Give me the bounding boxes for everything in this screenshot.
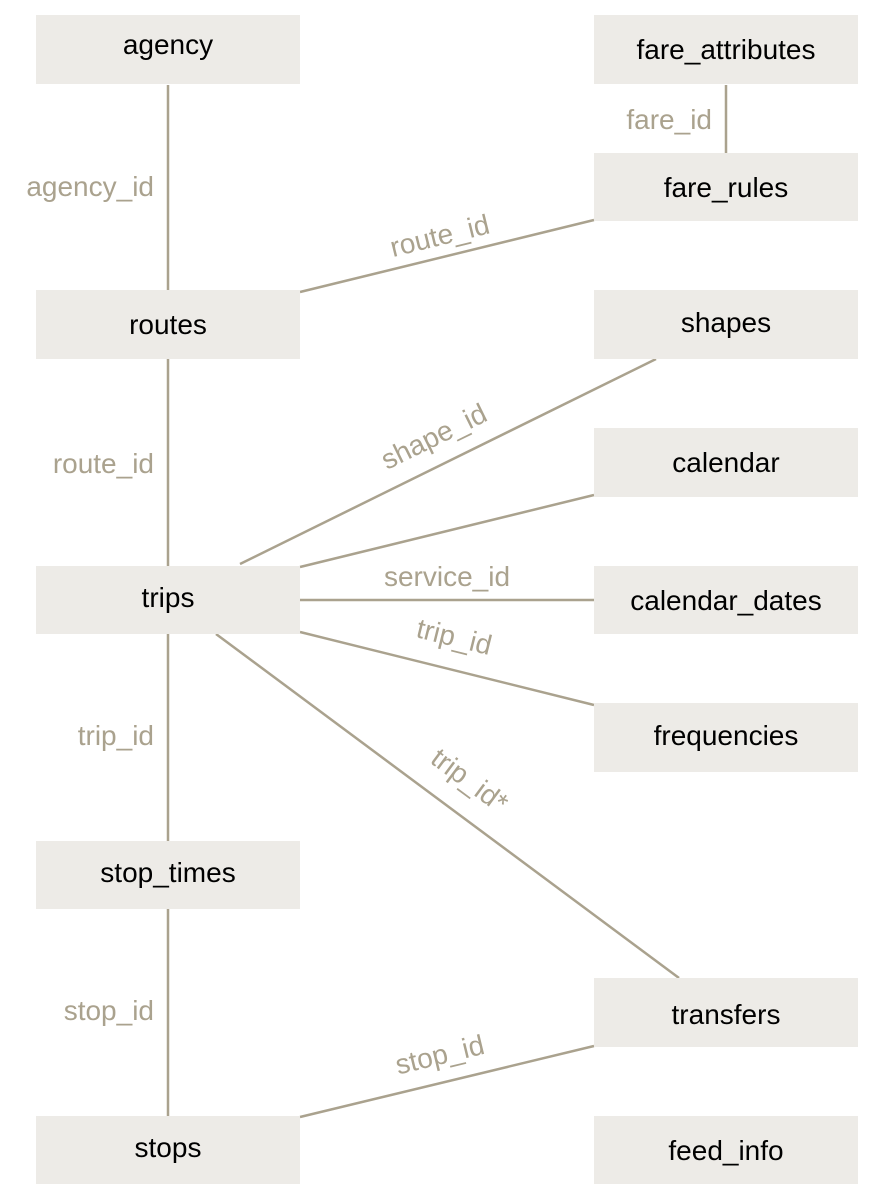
node-label: fare_attributes	[637, 34, 816, 65]
node-box	[36, 290, 300, 359]
node-box	[36, 841, 300, 909]
edge-fare-attributes-fare-rules: fare_id	[626, 85, 728, 153]
node-routes[interactable]: routes	[36, 290, 300, 359]
edge-label: service_id	[384, 561, 510, 592]
node-shapes[interactable]: shapes	[594, 290, 858, 359]
edge-label: trip_id	[414, 613, 495, 661]
edge-stop-times-stops: stop_id	[64, 909, 170, 1116]
edge-label: agency_id	[26, 171, 154, 202]
edge-trips-transfers: trip_id*	[215, 632, 680, 980]
node-box	[594, 703, 858, 772]
node-box	[36, 566, 300, 634]
node-trips[interactable]: trips	[36, 566, 300, 634]
edge-line	[299, 493, 595, 569]
node-box	[594, 290, 858, 359]
edge-label: trip_id*	[425, 742, 514, 819]
edge-label: stop_id	[392, 1029, 487, 1080]
node-box	[594, 978, 858, 1047]
edge-stops-transfers: stop_id	[299, 1029, 595, 1119]
node-label: agency	[123, 29, 213, 60]
node-label: stop_times	[100, 857, 235, 888]
edge-routes-trips: route_id	[53, 359, 170, 566]
node-label: shapes	[681, 307, 771, 338]
node-box	[594, 566, 858, 634]
node-label: routes	[129, 309, 207, 340]
node-label: frequencies	[654, 720, 799, 751]
node-box	[594, 428, 858, 497]
edge-label: route_id	[53, 448, 154, 479]
edge-label: stop_id	[64, 995, 154, 1026]
edge-trips-calendar	[299, 493, 595, 569]
edge-line	[299, 1044, 595, 1119]
edge-trips-calendar-dates: service_id	[300, 561, 594, 602]
node-frequencies[interactable]: frequencies	[594, 703, 858, 772]
edge-agency-routes: agency_id	[26, 85, 170, 290]
node-box	[36, 15, 300, 84]
node-label: calendar	[672, 447, 779, 478]
node-box	[594, 153, 858, 221]
edge-line	[299, 218, 595, 294]
node-box	[594, 15, 858, 84]
node-label: fare_rules	[664, 172, 789, 203]
edge-routes-fare-rules: route_id	[299, 209, 595, 294]
edge-line	[239, 357, 657, 566]
node-box	[594, 1116, 858, 1184]
edge-label: shape_id	[376, 397, 492, 475]
edge-label: trip_id	[78, 720, 154, 751]
node-feed-info[interactable]: feed_info	[594, 1116, 858, 1184]
edge-trips-shapes: shape_id	[239, 357, 657, 566]
node-label: transfers	[672, 999, 781, 1030]
node-fare-rules[interactable]: fare_rules	[594, 153, 858, 221]
node-label: calendar_dates	[630, 585, 821, 616]
edge-label: fare_id	[626, 104, 712, 135]
node-label: trips	[142, 582, 195, 613]
edge-trips-stop-times: trip_id	[78, 634, 170, 841]
node-calendar[interactable]: calendar	[594, 428, 858, 497]
edge-line	[215, 632, 680, 980]
edge-label: route_id	[387, 209, 493, 263]
edge-line	[299, 630, 595, 707]
node-stop-times[interactable]: stop_times	[36, 841, 300, 909]
node-label: feed_info	[668, 1135, 783, 1166]
node-fare-attributes[interactable]: fare_attributes	[594, 15, 858, 84]
node-stops[interactable]: stops	[36, 1116, 300, 1184]
node-calendar-dates[interactable]: calendar_dates	[594, 566, 858, 634]
node-agency[interactable]: agency	[36, 15, 300, 84]
node-transfers[interactable]: transfers	[594, 978, 858, 1047]
node-label: stops	[135, 1132, 202, 1163]
node-box	[36, 1116, 300, 1184]
edge-trips-frequencies: trip_id	[299, 613, 595, 707]
